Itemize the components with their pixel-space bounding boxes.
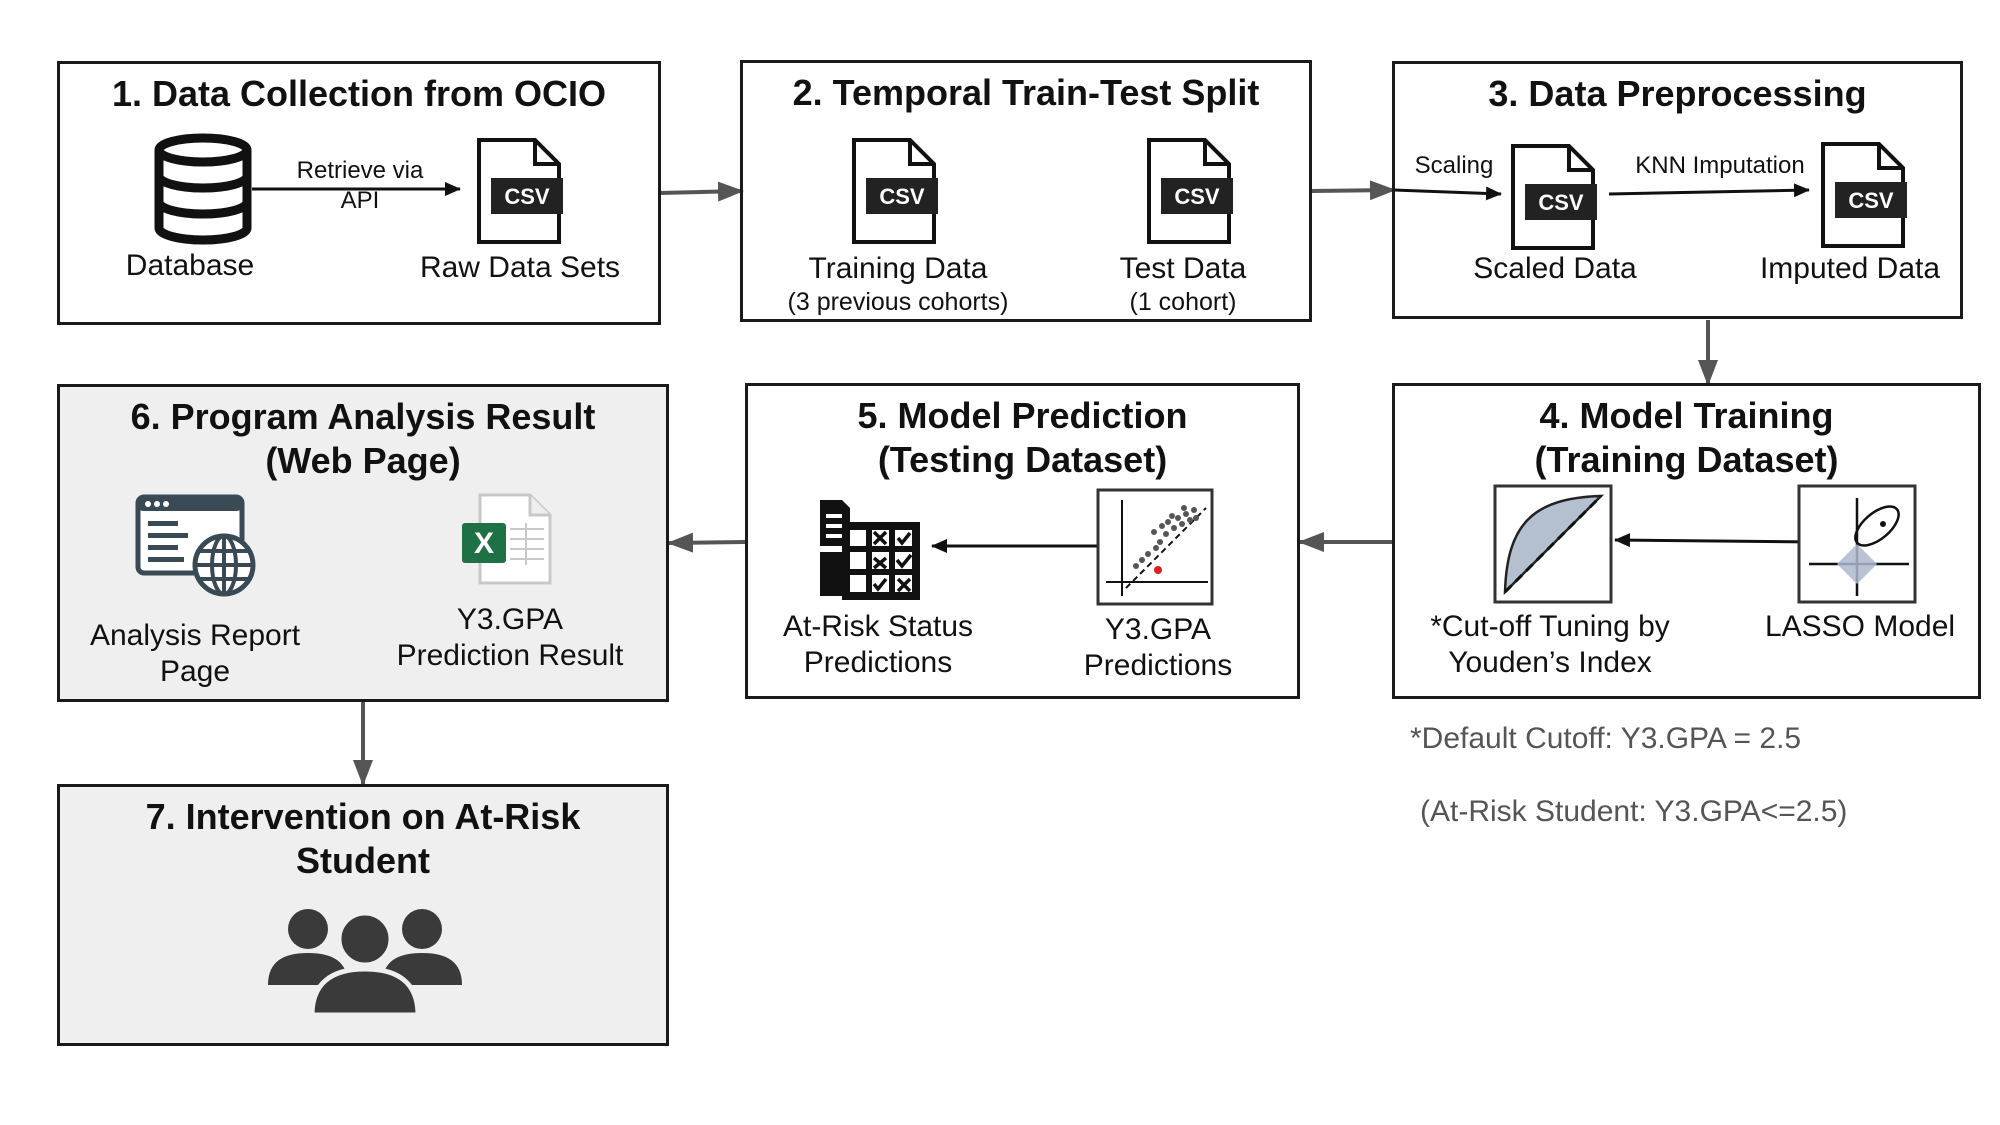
knn-imputation-label: KNN Imputation: [1635, 152, 1805, 179]
svg-text:CSV: CSV: [1848, 188, 1894, 213]
test-data-label: Test Data: [1119, 252, 1247, 285]
csv-file-icon: CSV: [477, 138, 563, 244]
excel-letter: X: [474, 527, 494, 560]
step1-box: 1. Data Collection from OCIO Database Re…: [57, 61, 661, 325]
training-data-label: Training Data: [808, 252, 988, 285]
step5-title-line2: (Testing Dataset): [877, 439, 1168, 480]
lasso-icon: [1797, 484, 1917, 604]
arrow-step5-to-step6: [667, 532, 746, 553]
step4-box: 4. Model Training (Training Dataset) *Cu…: [1392, 383, 1981, 699]
csv-file-icon: CSV: [852, 138, 938, 244]
database-icon: [154, 133, 252, 245]
step4-title-line2: (Training Dataset): [1534, 439, 1839, 480]
at-risk-grid-icon: [820, 500, 920, 600]
cutoff-label-2: Youden’s Index: [1448, 646, 1652, 679]
step5-box: 5. Model Prediction (Testing Dataset) At…: [745, 383, 1300, 699]
y3gpa-predictions-label-2: Predictions: [1083, 649, 1233, 682]
svg-text:CSV: CSV: [1538, 190, 1584, 215]
scaled-data-label: Scaled Data: [1473, 252, 1637, 285]
step1-title: 1. Data Collection from OCIO: [111, 73, 607, 114]
at-risk-status-label-2: Predictions: [803, 646, 953, 679]
step6-title-line2: (Web Page): [265, 440, 461, 481]
scaling-label: Scaling: [1414, 152, 1494, 179]
cutoff-arrow: [1614, 533, 1816, 548]
step4-title-line1: 4. Model Training: [1539, 395, 1834, 436]
step2-title: 2. Temporal Train-Test Split: [792, 72, 1260, 113]
database-label: Database: [125, 249, 255, 282]
default-cutoff-note: *Default Cutoff: Y3.GPA = 2.5: [1410, 722, 1802, 755]
svg-text:CSV: CSV: [1174, 184, 1220, 209]
svg-text:CSV: CSV: [879, 184, 925, 209]
csv-text: CSV: [504, 184, 550, 209]
training-data-sub: (3 previous cohorts): [787, 288, 1009, 316]
step3-box: 3. Data Preprocessing Scaling CSV Scaled…: [1392, 61, 1963, 319]
csv-file-icon: CSV: [1821, 142, 1907, 248]
lasso-model-label: LASSO Model: [1764, 610, 1956, 643]
retrieve-api-label-2: API: [340, 187, 380, 214]
imputed-data-label: Imputed Data: [1759, 252, 1941, 285]
roc-curve-icon: [1493, 484, 1613, 604]
step2-box: 2. Temporal Train-Test Split CSV Trainin…: [740, 60, 1312, 322]
arrow-step2-to-step3: [1311, 180, 1396, 201]
step3-title: 3. Data Preprocessing: [1488, 73, 1867, 114]
at-risk-status-label-1: At-Risk Status: [782, 610, 974, 643]
scatter-plot-icon: [1096, 488, 1214, 606]
csv-file-icon: CSV: [1147, 138, 1233, 244]
raw-data-sets-label: Raw Data Sets: [419, 251, 621, 284]
step5-title-line1: 5. Model Prediction: [857, 395, 1188, 436]
web-page-icon: [135, 494, 256, 597]
y3gpa-result-label-2: Prediction Result: [396, 639, 624, 672]
csv-file-icon: CSV: [1511, 144, 1597, 250]
y3gpa-result-label-1: Y3.GPA: [456, 603, 564, 636]
step6-title-line1: 6. Program Analysis Result: [130, 396, 596, 437]
excel-file-icon: X: [462, 493, 552, 585]
scaling-arrow: [1394, 186, 1502, 201]
retrieve-arrow: [252, 182, 461, 196]
retrieve-api-label-1: Retrieve via: [296, 157, 424, 184]
arrow-step1-to-step2: [659, 181, 744, 202]
knn-arrow: [1608, 183, 1810, 198]
people-group-icon: [268, 909, 462, 1018]
cutoff-label-1: *Cut-off Tuning by: [1430, 610, 1670, 643]
step7-title-line1: 7. Intervention on At-Risk: [145, 796, 581, 837]
step7-title-line2: Student: [296, 840, 430, 881]
y3gpa-predictions-label-1: Y3.GPA: [1104, 613, 1212, 646]
at-risk-definition-note: (At-Risk Student: Y3.GPA<=2.5): [1420, 795, 1848, 828]
status-arrow: [931, 539, 1098, 553]
test-data-sub: (1 cohort): [1129, 288, 1237, 316]
analysis-report-label-2: Page: [159, 655, 231, 688]
step6-box: 6. Program Analysis Result (Web Page) An…: [57, 384, 669, 702]
step7-box: 7. Intervention on At-Risk Student: [57, 784, 669, 1046]
analysis-report-label-1: Analysis Report: [89, 619, 301, 652]
